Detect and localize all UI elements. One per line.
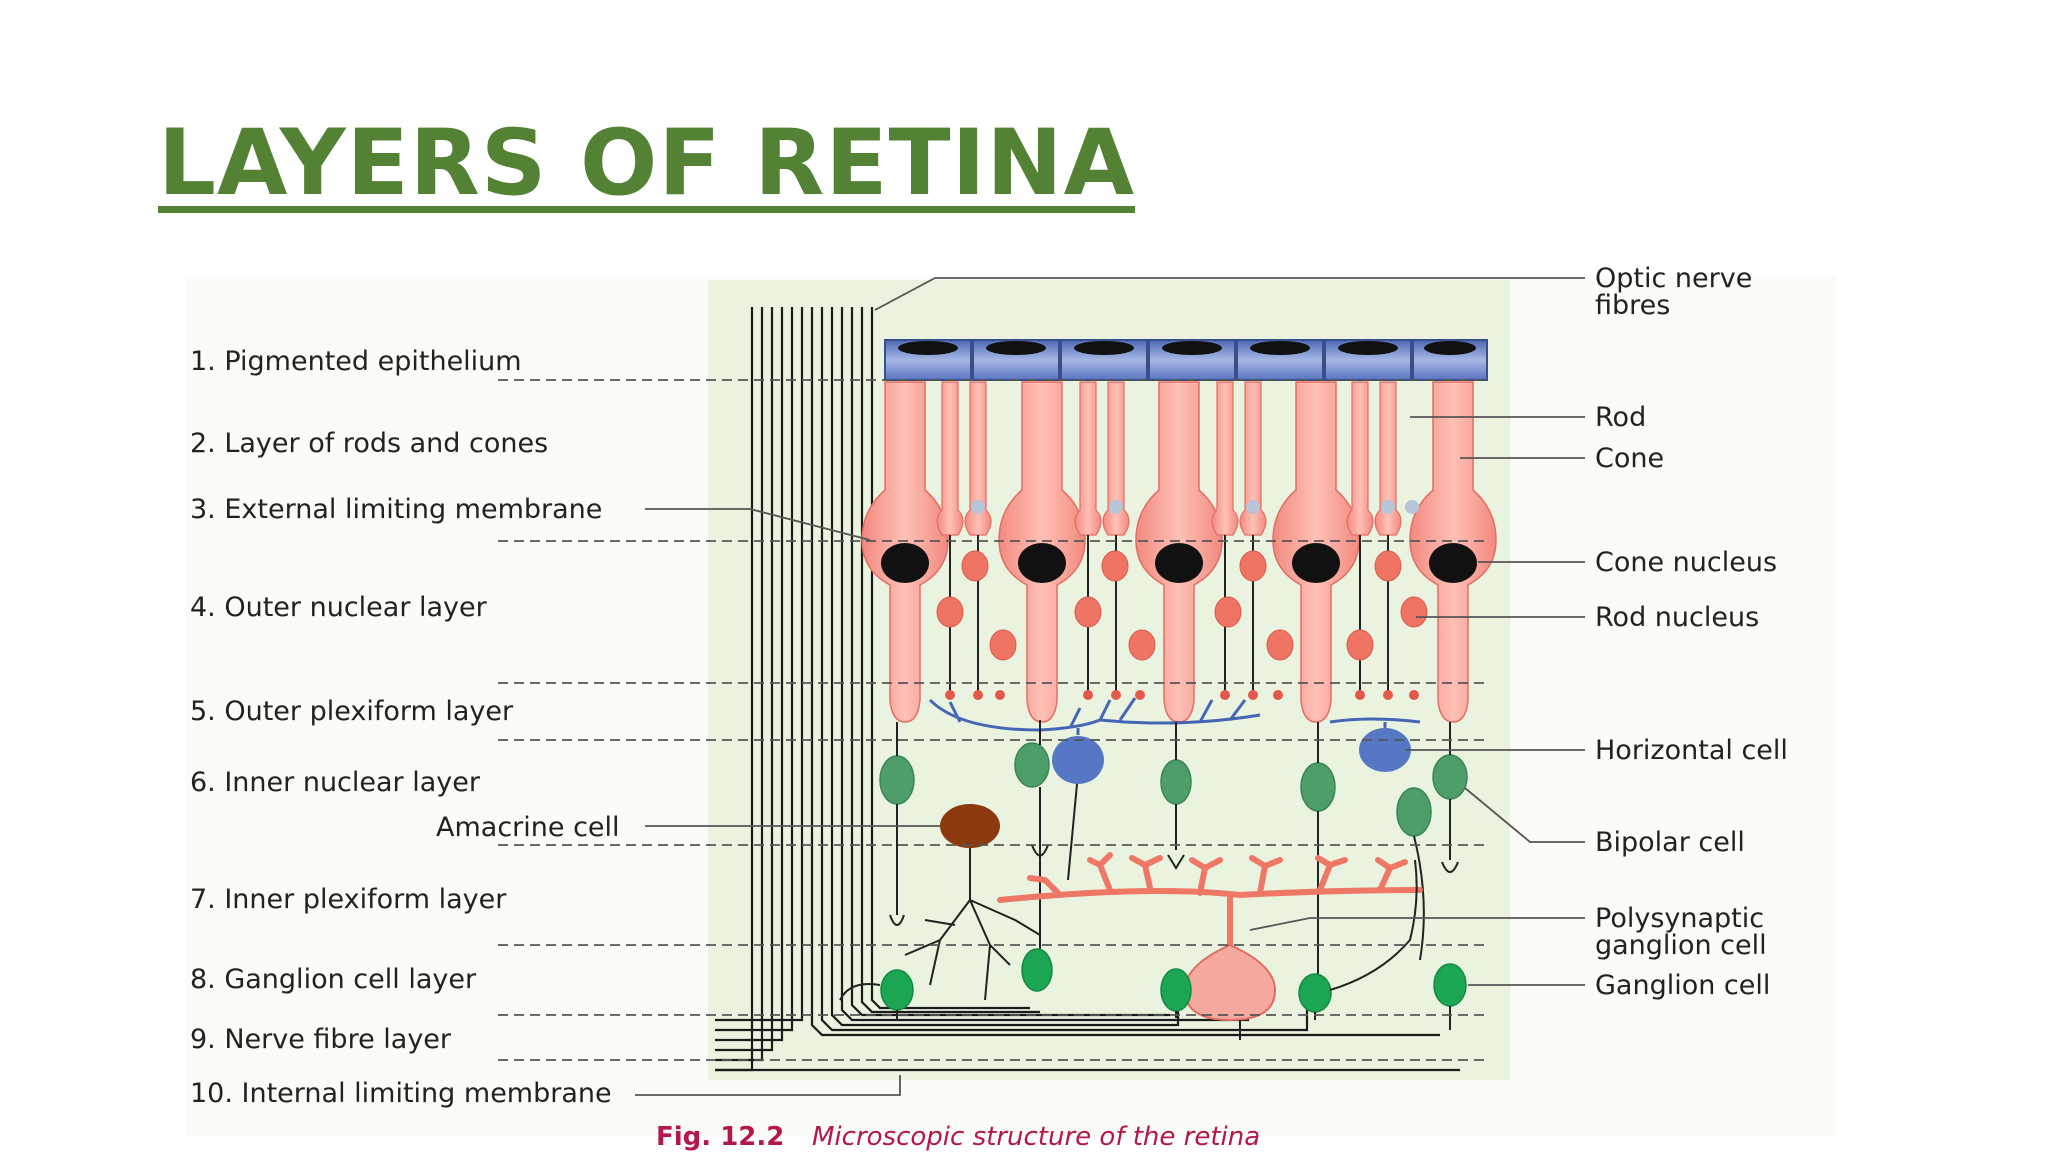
label-cone: Cone xyxy=(1595,443,1664,474)
leader-lines xyxy=(635,277,1585,1096)
label-inner-nuclear-layer: 6. Inner nuclear layer xyxy=(190,767,481,798)
label-optic-nerve-line1: Optic nerve xyxy=(1595,263,1752,294)
label-cone-nucleus: Cone nucleus xyxy=(1595,547,1777,578)
polysynaptic-ganglion-cell xyxy=(997,852,1423,953)
label-inner-plexiform-layer: 7. Inner plexiform layer xyxy=(190,884,507,915)
label-optic-nerve-line2: fibres xyxy=(1595,290,1670,321)
rod-nuclei xyxy=(936,550,1428,661)
optic-nerve-fibres xyxy=(715,307,1460,1072)
label-ganglion-cell-layer: 8. Ganglion cell layer xyxy=(190,964,477,995)
label-nerve-fibre-layer: 9. Nerve fibre layer xyxy=(190,1024,452,1055)
cone-nuclei xyxy=(881,543,1477,583)
label-pigmented-epithelium: 1. Pigmented epithelium xyxy=(190,346,522,377)
figure-caption-text: Microscopic structure of the retina xyxy=(812,1122,1260,1152)
label-outer-nuclear-layer: 4. Outer nuclear layer xyxy=(190,592,488,623)
label-outer-plexiform-layer: 5. Outer plexiform layer xyxy=(190,696,514,727)
label-internal-limiting-membrane: 10. Internal limiting membrane xyxy=(190,1078,612,1109)
figure-caption-number: Fig. 12.2 xyxy=(656,1122,784,1152)
label-polysynaptic-line2: ganglion cell xyxy=(1595,930,1767,961)
rod-spherules xyxy=(945,690,1419,700)
polysynaptic-soma xyxy=(1183,943,1277,1040)
amacrine-cell xyxy=(904,804,1041,1001)
ganglion-cells xyxy=(880,948,1467,1013)
synapse-marks xyxy=(889,844,1459,926)
label-external-limiting-membrane: 3. External limiting membrane xyxy=(190,494,602,525)
ganglion-axons xyxy=(839,859,1451,1030)
label-rods-cones-layer: 2. Layer of rods and cones xyxy=(190,428,548,459)
layer-boundaries xyxy=(498,379,1490,1061)
label-rod-nucleus: Rod nucleus xyxy=(1595,602,1759,633)
bipolar-fibres xyxy=(896,720,1451,980)
label-horizontal-cell: Horizontal cell xyxy=(1595,735,1788,766)
horizontal-cells xyxy=(928,697,1421,784)
label-amacrine-cell: Amacrine cell xyxy=(436,812,620,843)
pigmented-epithelium xyxy=(884,339,1488,381)
rod-dots xyxy=(971,500,1419,514)
label-ganglion-cell: Ganglion cell xyxy=(1595,970,1770,1001)
label-rod: Rod xyxy=(1595,402,1646,433)
bipolar-cells xyxy=(879,742,1468,837)
label-polysynaptic-line1: Polysynaptic xyxy=(1595,903,1764,934)
label-bipolar-cell: Bipolar cell xyxy=(1595,827,1745,858)
slide-title: LAYERS OF RETINA xyxy=(158,111,1136,216)
rod-cells xyxy=(936,381,1402,536)
